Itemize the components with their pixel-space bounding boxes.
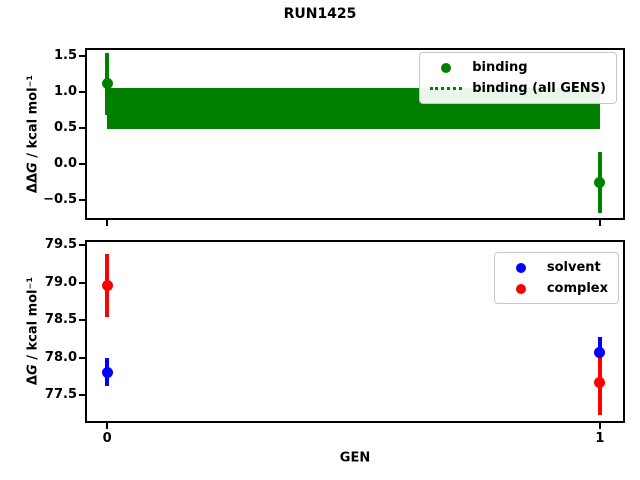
delta-symbol: Δ: [25, 375, 41, 386]
bottom-y-tick: [79, 244, 85, 247]
top-x-tick: [106, 220, 109, 226]
bottom-y-axis-label: ΔG / kcal mol⁻¹: [26, 277, 41, 385]
bottom-y-tick-label: 79.0: [44, 274, 77, 290]
legend-dot-icon: [441, 62, 452, 73]
top-legend: binding binding (all GENS): [419, 52, 617, 104]
legend-label: complex: [546, 281, 608, 296]
bottom-y-tick: [79, 394, 85, 397]
bottom-x-tick: [106, 423, 109, 429]
solvent-data-point: [594, 347, 606, 358]
top-x-tick: [598, 220, 601, 226]
bottom-legend: solvent complex: [493, 252, 619, 304]
top-y-tick-label: 0.5: [53, 119, 77, 135]
top-y-tick: [79, 198, 85, 201]
bottom-y-tick-label: 78.0: [44, 349, 77, 365]
bottom-y-tick: [79, 281, 85, 284]
top-y-tick: [79, 54, 85, 57]
legend-dot-icon: [515, 283, 526, 294]
bottom-x-tick: [598, 423, 601, 429]
legend-item-solvent: solvent: [503, 257, 608, 278]
top-y-tick-label: 1.5: [53, 47, 77, 63]
binding-data-point: [594, 177, 606, 189]
bottom-y-tick: [79, 319, 85, 322]
top-y-tick: [79, 126, 85, 129]
top-y-tick-label: 0.0: [53, 155, 77, 171]
legend-item-complex: complex: [503, 278, 608, 299]
legend-label: binding (all GENS): [472, 81, 606, 96]
legend-dot-icon: [428, 62, 464, 73]
legend-label: binding: [472, 60, 528, 75]
figure-title: RUN1425: [283, 6, 357, 22]
legend-dot-icon: [515, 262, 526, 273]
bottom-y-tick-label: 79.5: [44, 237, 77, 253]
legend-item-binding-all-gens: binding (all GENS): [428, 78, 606, 99]
legend-label: solvent: [546, 260, 601, 275]
solvent-data-point: [101, 366, 113, 378]
bottom-x-tick-label: 1: [595, 431, 605, 446]
legend-dot-icon: [503, 283, 539, 294]
top-y-tick: [79, 90, 85, 93]
legend-dotted-line-icon: [428, 87, 464, 90]
legend-item-binding: binding: [428, 57, 606, 78]
legend-dotted-line-icon: [430, 87, 463, 90]
bottom-y-tick-label: 78.5: [44, 312, 77, 328]
bottom-y-tick: [79, 356, 85, 359]
legend-dot-icon: [503, 262, 539, 273]
x-axis-label: GEN: [339, 450, 371, 466]
top-y-tick: [79, 162, 85, 165]
bottom-x-tick-label: 0: [102, 431, 112, 446]
top-y-tick-label: −0.5: [43, 191, 77, 207]
top-y-tick-label: 1.0: [53, 83, 77, 99]
binding-data-point: [101, 78, 113, 90]
complex-data-point: [101, 280, 113, 292]
bottom-y-tick-label: 77.5: [44, 387, 77, 403]
complex-data-point: [594, 377, 606, 388]
